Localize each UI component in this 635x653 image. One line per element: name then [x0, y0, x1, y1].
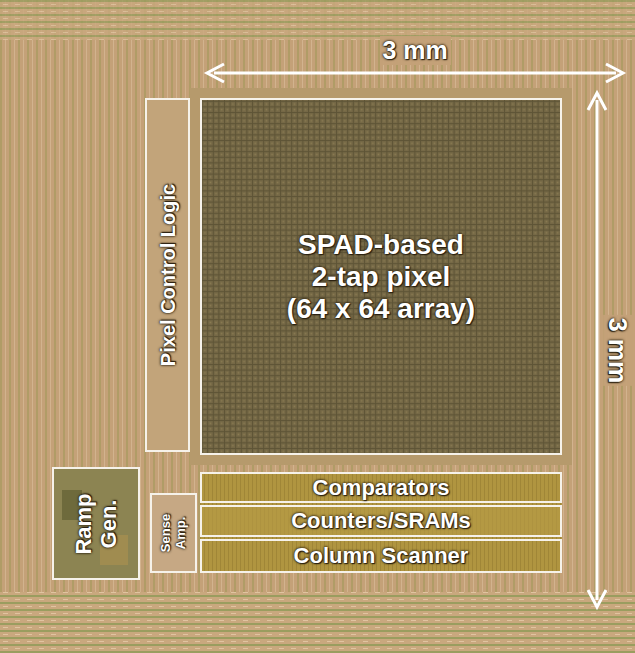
block-label: SPAD-based 2-tap pixel (64 x 64 array): [287, 228, 475, 325]
scanner-block: Column Scanner: [200, 539, 562, 573]
block-label: Sense Amp.: [159, 514, 189, 552]
sense-amp-block: Sense Amp.: [150, 493, 197, 573]
block-label: Column Scanner: [294, 543, 469, 568]
block-label: Pixel Control Logic: [156, 184, 179, 366]
pixel-array-block: SPAD-based 2-tap pixel (64 x 64 array): [200, 98, 562, 455]
ramp-generator-block: Ramp Gen.: [52, 467, 140, 580]
block-label: Comparators: [313, 475, 450, 500]
block-label: Ramp Gen.: [71, 493, 122, 554]
counter-block: Counters/SRAMs: [200, 505, 562, 537]
dimension-label: 3 mm: [380, 36, 451, 65]
comparator-block: Comparators: [200, 472, 562, 503]
control-logic-block: Pixel Control Logic: [145, 98, 190, 452]
block-label: Counters/SRAMs: [291, 508, 471, 533]
dimension-label: 3 mm: [603, 314, 632, 385]
